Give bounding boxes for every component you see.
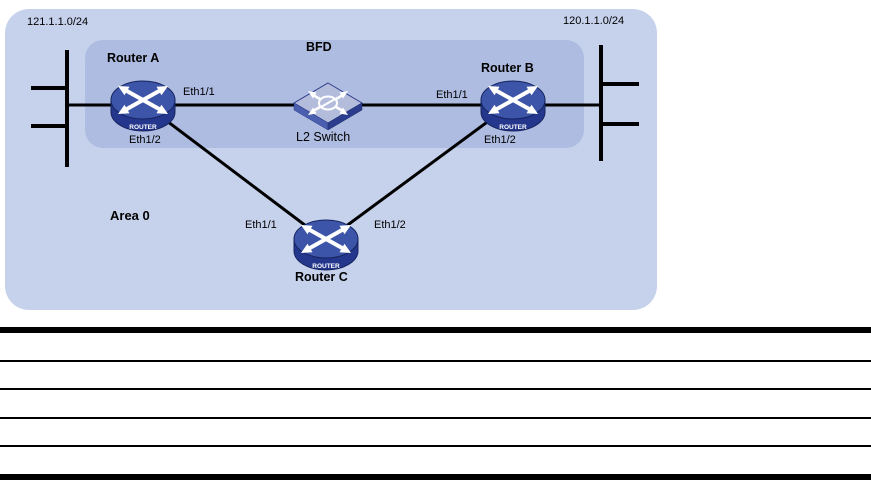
router-c-label: Router C [295, 270, 348, 284]
table-row [0, 362, 871, 391]
if-label-c-eth1-2: Eth1/2 [374, 219, 406, 231]
left-subnet-bus [31, 50, 69, 167]
router-c-icon: ROUTER [293, 219, 359, 271]
router-a-label: Router A [107, 51, 160, 65]
table-row [0, 333, 871, 362]
right-subnet-bus [599, 45, 639, 161]
router-a-icon: ROUTER [110, 80, 176, 132]
if-label-b-eth1-2: Eth1/2 [484, 134, 516, 146]
router-b-badge: ROUTER [499, 124, 527, 131]
router-a-badge: ROUTER [129, 124, 157, 131]
if-label-a-eth1-2: Eth1/2 [129, 134, 161, 146]
if-label-a-eth1-1: Eth1/1 [183, 86, 215, 98]
router-b-icon: ROUTER [480, 80, 546, 132]
empty-config-table [0, 327, 871, 480]
link-b-c [325, 101, 514, 243]
link-a-c [142, 101, 327, 243]
router-b-label: Router B [481, 61, 534, 75]
area0-label: Area 0 [110, 208, 150, 223]
l2-switch-icon [293, 82, 363, 131]
bfd-label: BFD [306, 40, 332, 54]
l2-switch-label: L2 Switch [296, 130, 351, 144]
subnet-right-label: 120.1.1.0/24 [563, 15, 625, 27]
table-row [0, 447, 871, 474]
router-c-badge: ROUTER [312, 263, 340, 270]
subnet-left-label: 121.1.1.0/24 [27, 16, 89, 28]
table-row [0, 419, 871, 448]
if-label-b-eth1-1: Eth1/1 [436, 89, 468, 101]
if-label-c-eth1-1: Eth1/1 [245, 219, 277, 231]
table-row [0, 390, 871, 419]
